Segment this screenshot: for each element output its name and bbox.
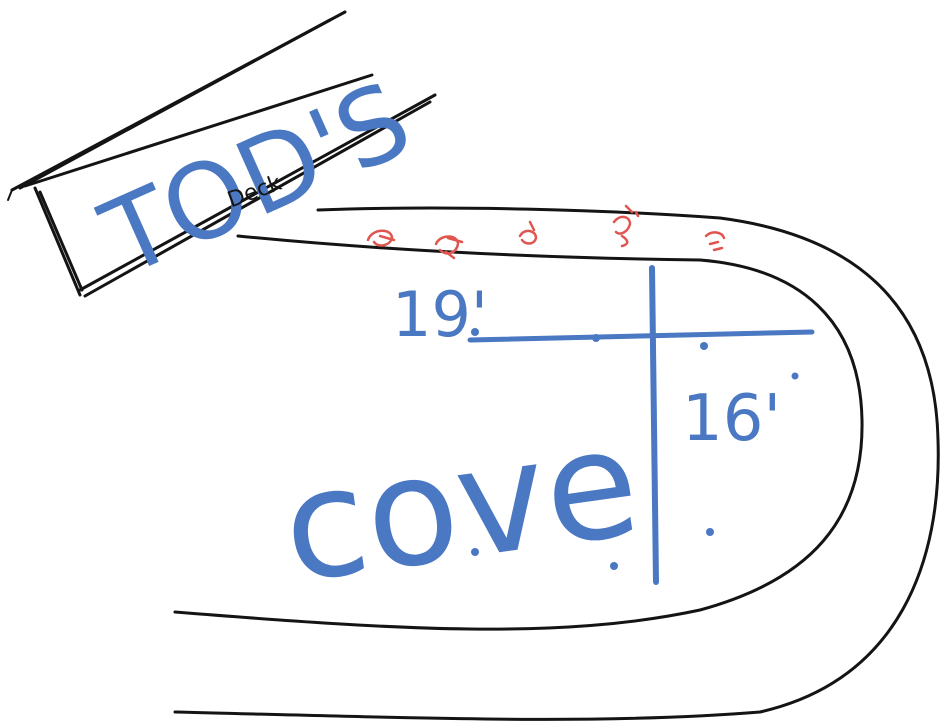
survey-dot [610,562,618,570]
measurement-lines [467,265,815,585]
survey-dot [471,548,479,556]
survey-dot [706,528,714,536]
dock-markers [366,204,726,260]
survey-dot [791,372,799,380]
width-label: 19' [392,278,488,351]
sign-text: TOD'S Deck [85,58,428,300]
measurement-labels: 19' 16' cove [273,278,781,617]
cove-label: cove [273,395,649,617]
dock-marker [434,235,464,260]
horizontal-measure-line [467,329,815,343]
dock-marker [704,231,726,252]
vertical-measure-line [649,265,659,585]
tick-mark [471,328,479,336]
dock-marker [518,220,538,245]
tick-mark [700,342,708,350]
dock-marker [366,229,396,247]
depth-label: 16' [682,382,781,456]
dock-marker [612,204,640,248]
tick-mark [592,334,600,342]
sign-board [7,10,437,298]
cove-outline [173,206,940,721]
